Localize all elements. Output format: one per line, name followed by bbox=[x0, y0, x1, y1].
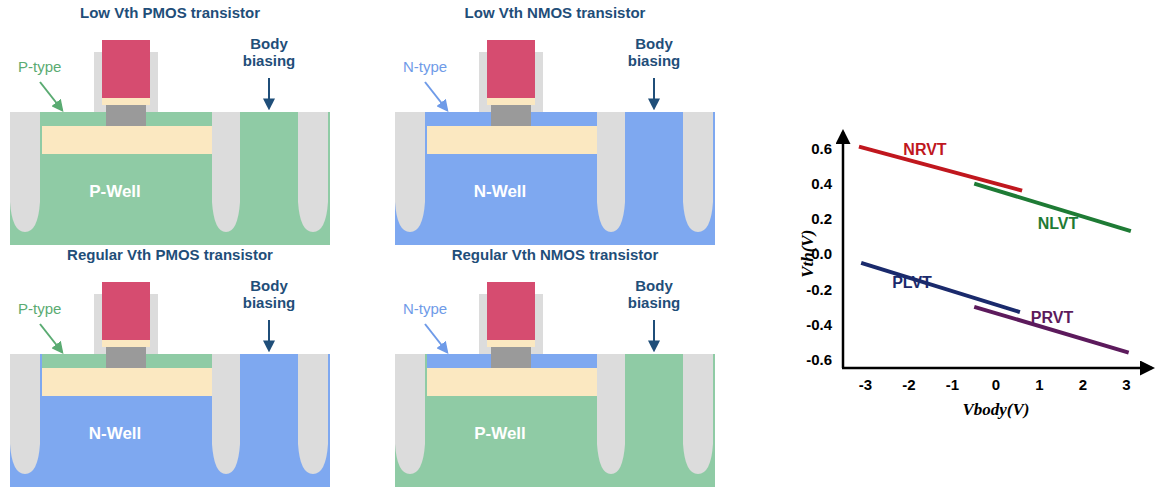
isolation-trench bbox=[10, 354, 40, 474]
buried-oxide bbox=[42, 126, 212, 154]
leader-arrow bbox=[40, 82, 62, 110]
gate-oxide bbox=[487, 98, 535, 105]
leader-arrow bbox=[40, 324, 62, 352]
vth-line bbox=[861, 263, 1020, 312]
tick-label: -0.4 bbox=[806, 316, 832, 333]
isolation-trench bbox=[597, 354, 625, 474]
isolation-trench bbox=[212, 354, 240, 474]
tick-label: -0.2 bbox=[806, 281, 832, 298]
tick-label: 0.6 bbox=[811, 140, 832, 157]
channel bbox=[106, 105, 146, 126]
tick-label: 0.4 bbox=[811, 175, 832, 192]
well-region: N-Well bbox=[425, 172, 575, 212]
body-bias-label: Body biasing bbox=[229, 35, 309, 70]
buried-oxide bbox=[42, 368, 212, 396]
well-label: N-Well bbox=[474, 182, 527, 202]
series-label: NRVT bbox=[903, 141, 946, 159]
panel-title: Regular Vth PMOS transistor bbox=[10, 246, 330, 263]
gate-electrode bbox=[102, 40, 150, 98]
isolation-trench bbox=[298, 112, 328, 232]
well-region bbox=[10, 354, 330, 487]
isolation-trench bbox=[683, 354, 713, 474]
layer-label: P-type bbox=[18, 300, 61, 317]
tick-label: 0 bbox=[992, 376, 1000, 393]
channel bbox=[491, 347, 531, 368]
gate-oxide bbox=[102, 340, 150, 347]
tick-label: 0.2 bbox=[811, 210, 832, 227]
well-region: P-Well bbox=[425, 414, 575, 454]
chart-axes bbox=[842, 132, 1152, 368]
channel bbox=[491, 105, 531, 126]
isolation-trench bbox=[395, 112, 425, 232]
transistor-cross-section bbox=[395, 282, 715, 487]
series-label: PLVT bbox=[892, 274, 932, 292]
channel bbox=[106, 347, 146, 368]
series-label: NLVT bbox=[1038, 215, 1079, 233]
body-bias-label: Body biasing bbox=[614, 35, 694, 70]
buried-oxide bbox=[427, 368, 597, 396]
vth-line bbox=[974, 307, 1128, 353]
body-bias-label: Body biasing bbox=[229, 277, 309, 312]
isolation-trench bbox=[298, 354, 328, 474]
tick-label: -3 bbox=[859, 376, 872, 393]
tick-label: -1 bbox=[946, 376, 959, 393]
tick-label: -2 bbox=[902, 376, 915, 393]
panel-title: Low Vth PMOS transistor bbox=[10, 4, 330, 21]
leader-arrow bbox=[653, 78, 655, 108]
gate-electrode bbox=[487, 282, 535, 340]
well-label: P-Well bbox=[89, 182, 141, 202]
well-region bbox=[10, 112, 330, 245]
tick-label: 2 bbox=[1079, 376, 1087, 393]
gate-electrode bbox=[487, 40, 535, 98]
buried-oxide bbox=[427, 126, 597, 154]
well-label: N-Well bbox=[89, 424, 142, 444]
isolation-trench bbox=[683, 112, 713, 232]
gate-oxide bbox=[487, 340, 535, 347]
leader-arrow bbox=[268, 320, 270, 350]
well-region: P-Well bbox=[40, 172, 190, 212]
layer-label: N-type bbox=[403, 300, 447, 317]
leader-arrow bbox=[653, 320, 655, 350]
panel-title: Regular Vth NMOS transistor bbox=[395, 246, 715, 263]
y-axis bbox=[842, 132, 845, 368]
transistor-cross-section bbox=[10, 40, 330, 245]
isolation-trench bbox=[212, 112, 240, 232]
isolation-trench bbox=[395, 354, 425, 474]
tick-label: -0.6 bbox=[806, 351, 832, 368]
gate-oxide bbox=[102, 98, 150, 105]
panel-title: Low Vth NMOS transistor bbox=[395, 4, 715, 21]
well-region bbox=[395, 354, 715, 487]
isolation-trench bbox=[10, 112, 40, 232]
layer-label: P-type bbox=[18, 58, 61, 75]
well-label: P-Well bbox=[474, 424, 526, 444]
axis-title: Vbody(V) bbox=[962, 400, 1029, 420]
leader-arrow bbox=[268, 78, 270, 108]
tick-label: 3 bbox=[1122, 376, 1130, 393]
leader-arrow bbox=[425, 324, 447, 352]
well-region bbox=[395, 112, 715, 245]
leader-arrow bbox=[425, 82, 447, 110]
layer-label: N-type bbox=[403, 58, 447, 75]
transistor-cross-section bbox=[395, 40, 715, 245]
series-label: PRVT bbox=[1031, 309, 1073, 327]
axis-title: Vth(V) bbox=[798, 230, 818, 278]
well-region: N-Well bbox=[40, 414, 190, 454]
transistor-cross-section bbox=[10, 282, 330, 487]
isolation-trench bbox=[597, 112, 625, 232]
x-axis bbox=[842, 367, 1152, 370]
gate-electrode bbox=[102, 282, 150, 340]
tick-label: 1 bbox=[1035, 376, 1043, 393]
body-bias-label: Body biasing bbox=[614, 277, 694, 312]
